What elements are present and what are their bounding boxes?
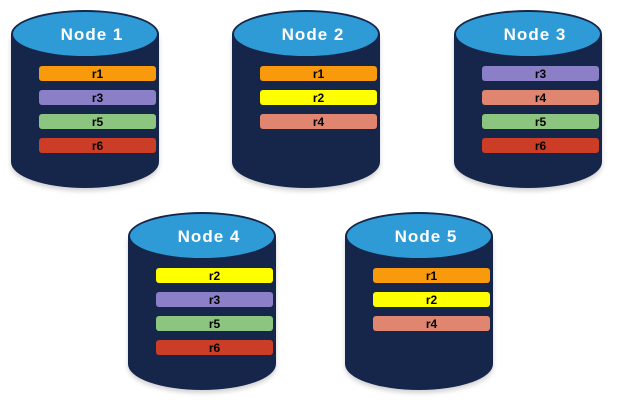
node-cylinder-2[interactable]: Node 2 r1 r2 r4 (232, 10, 380, 188)
record-bar[interactable]: r6 (39, 138, 156, 153)
record-bar[interactable]: r4 (482, 90, 599, 105)
record-bar[interactable]: r1 (39, 66, 156, 81)
record-bar[interactable]: r3 (39, 90, 156, 105)
cylinder-body (128, 236, 276, 390)
cylinder-top-disc: Node 1 (11, 10, 159, 58)
record-bar[interactable]: r5 (482, 114, 599, 129)
record-list: r2 r3 r5 r6 (156, 268, 273, 355)
record-bar[interactable]: r2 (156, 268, 273, 283)
cylinder-top-disc: Node 3 (454, 10, 602, 58)
node-label: Node 3 (503, 24, 567, 44)
record-list: r1 r2 r4 (260, 66, 377, 129)
cylinder-body (454, 34, 602, 188)
cylinder-top-disc: Node 5 (345, 212, 493, 260)
record-bar[interactable]: r6 (156, 340, 273, 355)
record-bar[interactable]: r2 (373, 292, 490, 307)
record-bar[interactable]: r5 (156, 316, 273, 331)
record-bar[interactable]: r6 (482, 138, 599, 153)
node-cylinder-1[interactable]: Node 1 r1 r3 r5 r6 (11, 10, 159, 188)
node-label: Node 1 (60, 24, 124, 44)
record-bar[interactable]: r4 (260, 114, 377, 129)
node-cylinder-3[interactable]: Node 3 r3 r4 r5 r6 (454, 10, 602, 188)
record-bar[interactable]: r1 (373, 268, 490, 283)
record-list: r1 r3 r5 r6 (39, 66, 156, 153)
record-bar[interactable]: r2 (260, 90, 377, 105)
node-label: Node 2 (281, 24, 345, 44)
cylinder-body (345, 236, 493, 390)
record-bar[interactable]: r1 (260, 66, 377, 81)
cylinder-body (11, 34, 159, 188)
node-label: Node 4 (177, 226, 241, 246)
record-bar[interactable]: r4 (373, 316, 490, 331)
cylinder-top-disc: Node 4 (128, 212, 276, 260)
cylinder-top-disc: Node 2 (232, 10, 380, 58)
node-cylinder-4[interactable]: Node 4 r2 r3 r5 r6 (128, 212, 276, 390)
record-list: r1 r2 r4 (373, 268, 490, 331)
node-cylinder-5[interactable]: Node 5 r1 r2 r4 (345, 212, 493, 390)
record-list: r3 r4 r5 r6 (482, 66, 599, 153)
record-bar[interactable]: r3 (156, 292, 273, 307)
cylinder-body (232, 34, 380, 188)
node-label: Node 5 (394, 226, 458, 246)
record-bar[interactable]: r3 (482, 66, 599, 81)
record-bar[interactable]: r5 (39, 114, 156, 129)
